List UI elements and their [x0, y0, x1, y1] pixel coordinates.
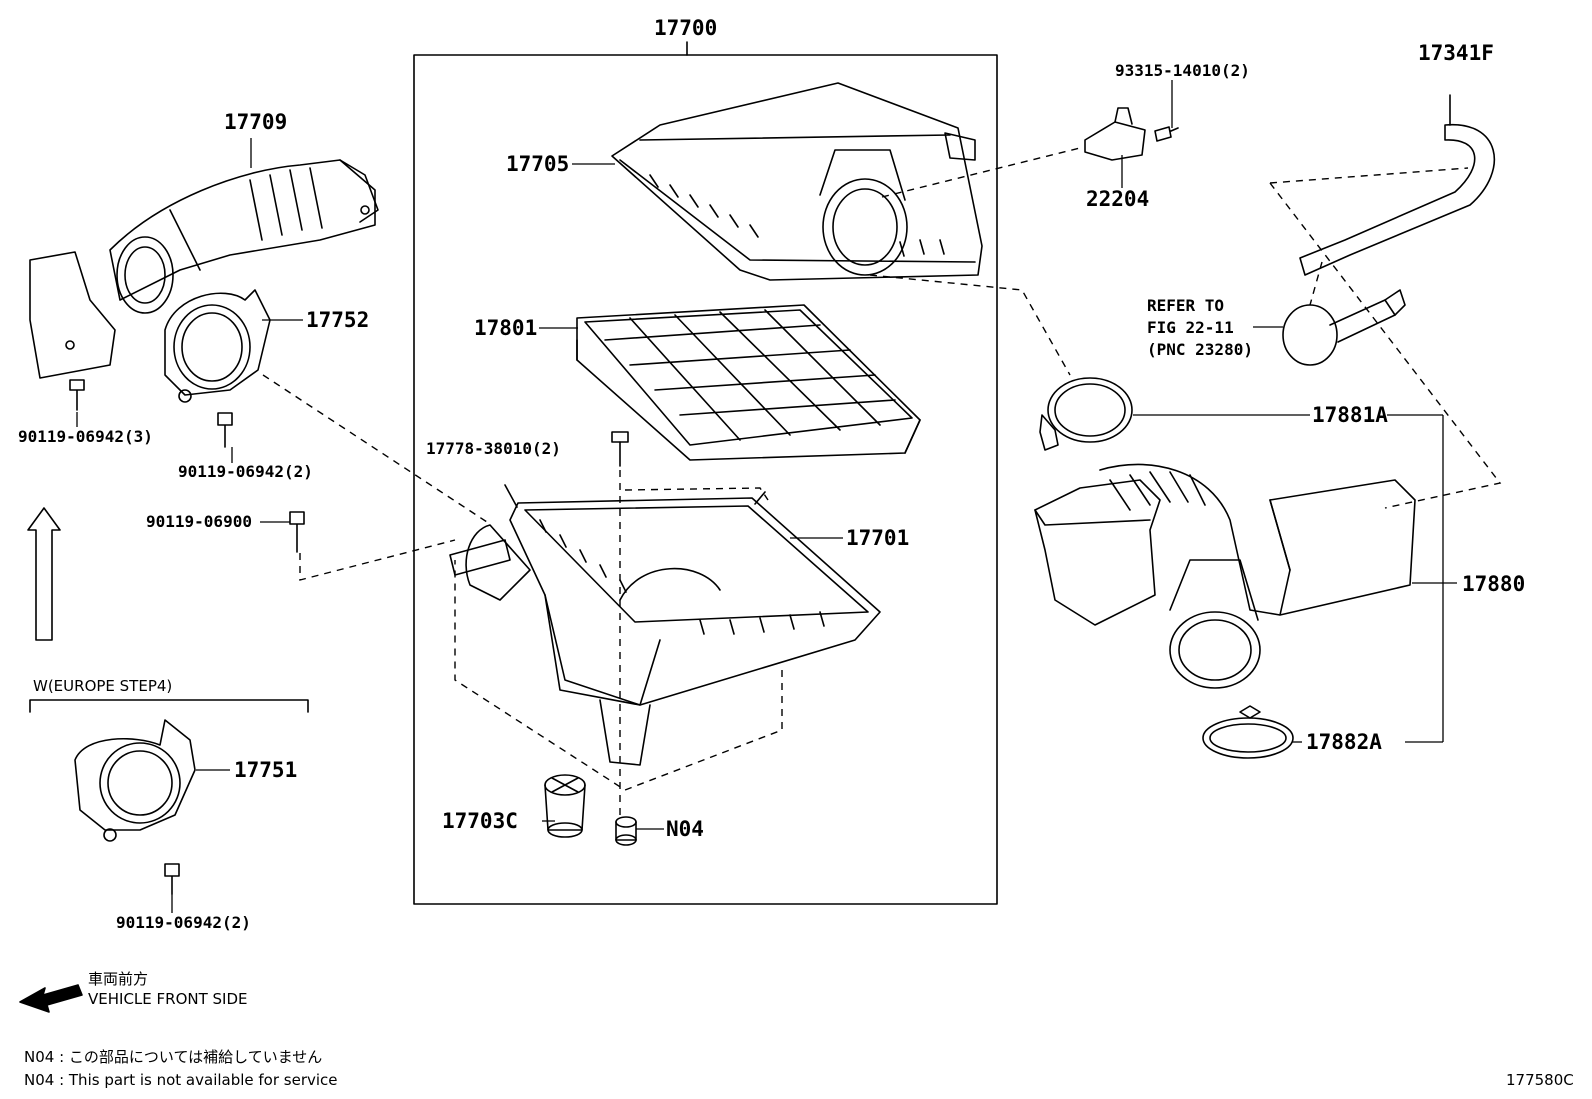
leader-lines	[76, 80, 1457, 913]
part-label-17778: 17778-38010(2)	[426, 439, 561, 458]
assembly-label: 17700	[654, 16, 718, 40]
part-label-17881a: 17881A	[1312, 403, 1388, 427]
part-label-17709: 17709	[224, 110, 288, 134]
bolt-icon	[611, 431, 629, 467]
part-label-17703c: 17703C	[442, 809, 518, 833]
adaptor-icon	[164, 289, 271, 403]
grommet-icon	[615, 816, 637, 846]
bolt-label-2: 90119-06942(2)	[178, 462, 313, 481]
sensor-icon	[1084, 107, 1179, 161]
part-label-17701: 17701	[846, 526, 910, 550]
part-label-17882a: 17882A	[1306, 730, 1382, 754]
pcv-valve-icon	[1282, 289, 1406, 366]
drain-valve-icon	[544, 774, 586, 838]
part-label-n04: N04	[666, 817, 704, 841]
adaptor-variant-icon	[74, 719, 196, 842]
bolt-label-1: 90119-06942(3)	[18, 427, 153, 446]
note-jp: N04 : この部品については補給していません	[24, 1048, 323, 1066]
part-label-17705: 17705	[506, 152, 570, 176]
assembly-box	[413, 41, 998, 905]
part-label-17801: 17801	[474, 316, 538, 340]
part-label-22204: 22204	[1086, 187, 1150, 211]
air-cleaner-cap-icon	[611, 82, 983, 281]
hose-clamp-lower-icon	[1202, 705, 1294, 759]
air-cleaner-case-icon	[449, 484, 881, 766]
figure-code: 177580C	[1506, 1071, 1574, 1089]
part-label-17341f: 17341F	[1418, 41, 1494, 65]
part-label-17752: 17752	[306, 308, 370, 332]
refer-note: REFER TO FIG 22-11 (PNC 23280)	[1147, 295, 1253, 361]
part-label-17751: 17751	[234, 758, 298, 782]
variant-label: W(EUROPE STEP4)	[33, 677, 173, 695]
intake-hose-icon	[29, 159, 379, 379]
dashed-relations	[262, 147, 1502, 815]
direction-label-en: VEHICLE FRONT SIDE	[88, 990, 248, 1008]
refer-line-2: FIG 22-11	[1147, 318, 1234, 337]
filter-element-icon	[576, 304, 921, 461]
breather-hose-icon	[1299, 94, 1496, 276]
part-label-93315: 93315-14010(2)	[1115, 61, 1250, 80]
bolt-label-4: 90119-06942(2)	[116, 913, 251, 932]
bolt-label-3: 90119-06900	[146, 512, 252, 531]
part-label-17880: 17880	[1462, 572, 1526, 596]
hose-clamp-icon	[1039, 377, 1133, 451]
note-en: N04 : This part is not available for ser…	[24, 1071, 338, 1089]
refer-line-1: REFER TO	[1147, 296, 1225, 315]
arrows	[27, 507, 61, 641]
refer-line-3: (PNC 23280)	[1147, 340, 1253, 359]
intake-duct-icon	[1034, 463, 1416, 689]
direction-label-jp: 車両前方	[88, 970, 149, 988]
small-bolts	[69, 379, 305, 895]
